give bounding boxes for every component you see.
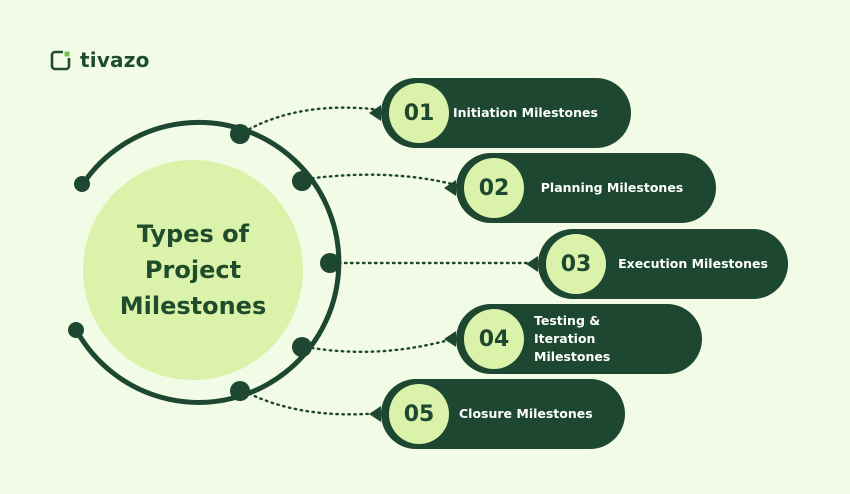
ring-dot-05 bbox=[230, 381, 250, 401]
ring-dot-start bbox=[74, 176, 90, 192]
ring-dot-04 bbox=[292, 337, 312, 357]
connector-05 bbox=[242, 389, 383, 416]
diagram-title: Types of Project Milestones bbox=[119, 220, 267, 320]
milestone-03: 03 Execution Milestones bbox=[526, 229, 788, 299]
milestone-number-03: 03 bbox=[546, 234, 606, 294]
milestone-01: 01 Initiation Milestones bbox=[369, 78, 631, 148]
outer-ring-arc bbox=[74, 119, 342, 405]
milestone-number-02: 02 bbox=[464, 158, 524, 218]
milestone-number-05: 05 bbox=[389, 384, 449, 444]
ring-dot-01 bbox=[230, 124, 250, 144]
ring-dots bbox=[68, 124, 340, 401]
brand-name: tivazo bbox=[80, 48, 150, 72]
logo-icon bbox=[50, 50, 71, 71]
milestone-number-04: 04 bbox=[464, 309, 524, 369]
milestone-label-05: Closure Milestones bbox=[459, 406, 593, 421]
milestone-label-01: Initiation Milestones bbox=[453, 105, 598, 120]
brand-logo: tivazo bbox=[50, 48, 150, 72]
center-circle bbox=[83, 160, 303, 380]
milestone-02: 02 Planning Milestones bbox=[444, 153, 716, 223]
ring-dot-end bbox=[68, 322, 84, 338]
connector-02 bbox=[304, 173, 458, 187]
milestone-label-04: Testing & Iteration Milestones bbox=[534, 313, 611, 364]
milestone-label-02: Planning Milestones bbox=[540, 180, 684, 195]
milestone-04: 04 Testing & Iteration Milestones bbox=[444, 304, 702, 374]
connector-04 bbox=[304, 336, 458, 354]
milestone-label-03: Execution Milestones bbox=[618, 256, 768, 271]
ring-dot-02 bbox=[292, 171, 312, 191]
connector-01 bbox=[242, 106, 383, 134]
milestone-number-01: 01 bbox=[389, 83, 449, 143]
ring-dot-03 bbox=[320, 253, 340, 273]
milestone-05: 05 Closure Milestones bbox=[369, 379, 625, 449]
connector-lines bbox=[242, 106, 532, 416]
